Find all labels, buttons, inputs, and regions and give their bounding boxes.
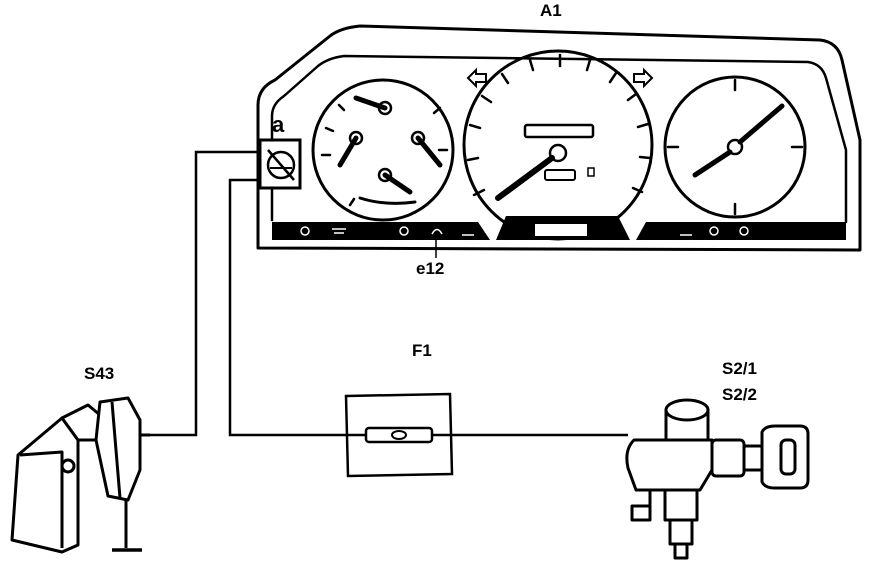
cluster-label: A1 (540, 1, 562, 20)
wires (150, 150, 628, 437)
module-label: a (272, 112, 285, 137)
ignition-switch (625, 398, 810, 560)
switch-label-2: S2/2 (722, 385, 757, 404)
cluster-bezel-inner (270, 54, 848, 224)
module-a (258, 138, 302, 190)
clock-gauge (663, 75, 807, 219)
sensor-label: S43 (84, 364, 115, 383)
left-gauge (311, 78, 455, 222)
indicator-label: e12 (416, 259, 445, 278)
gauge-details (320, 53, 804, 216)
switch-label-1: S2/1 (722, 359, 757, 378)
cluster-housing-outer (256, 24, 862, 252)
fuse-label: F1 (412, 341, 432, 360)
fuse (344, 392, 454, 478)
wire-sensor-to-module (150, 150, 260, 437)
wire-fuse-to-module (228, 178, 346, 437)
sensor-switch (10, 396, 150, 554)
warning-lamp-strip (272, 216, 846, 240)
